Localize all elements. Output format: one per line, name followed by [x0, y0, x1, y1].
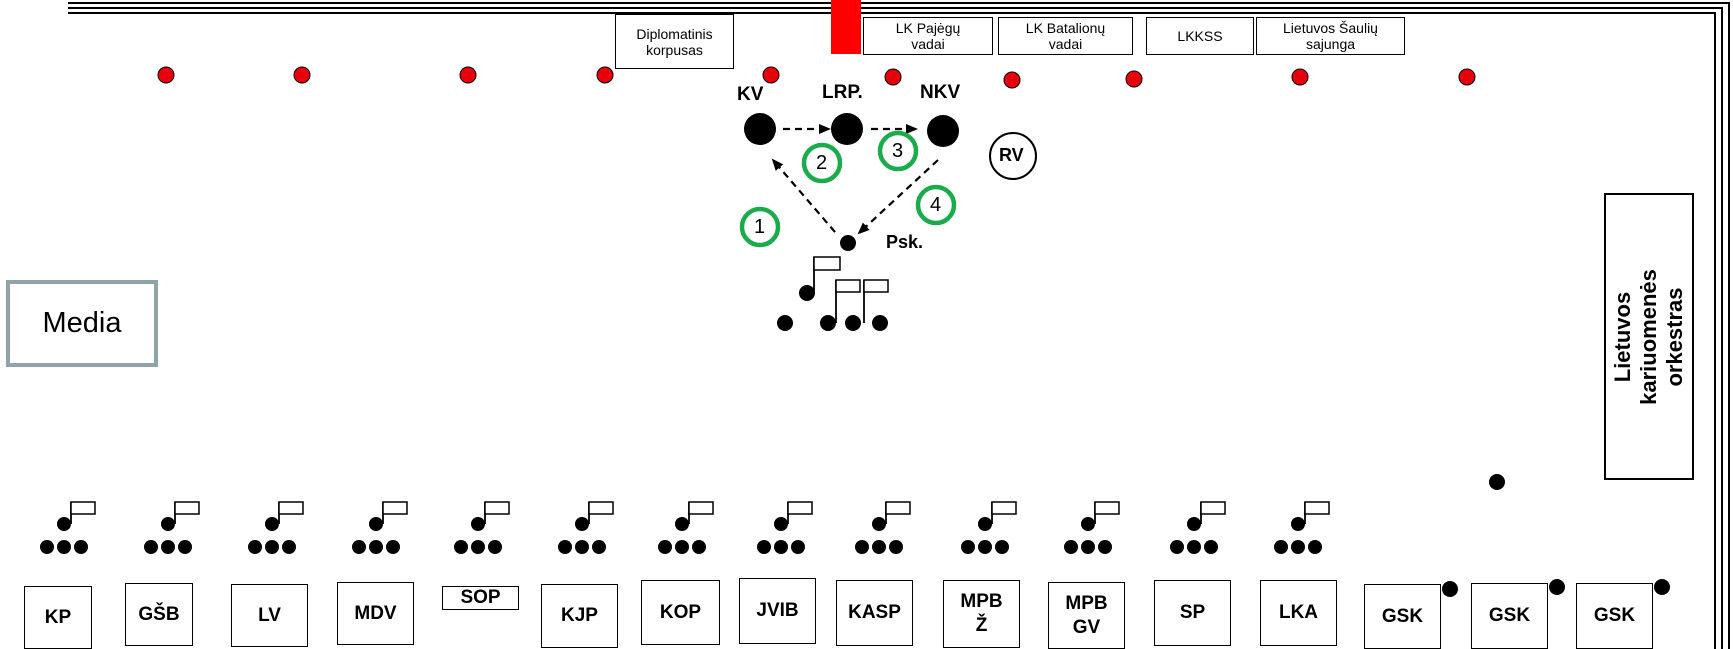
psk-label: Psk. — [886, 232, 924, 252]
arrow-4 — [857, 159, 939, 235]
unit-box-kp: KP — [24, 586, 92, 649]
unit-box-gsk-1: GSK — [1364, 584, 1441, 649]
unit-box-gsb: GŠB — [125, 583, 193, 646]
flag-group-13 — [1274, 501, 1330, 554]
flag-group-4 — [352, 501, 408, 554]
red-marker-4 — [596, 66, 614, 84]
movement-arrows — [771, 124, 939, 235]
top-box-batalionu: LK Batalionų vadai — [998, 17, 1133, 55]
unit-box-gsk-3: GSK — [1576, 583, 1653, 649]
flag-group-1 — [40, 501, 96, 554]
top-box-pajegu: LK Pajėgų vadai — [863, 17, 993, 55]
flag-group-7 — [658, 501, 714, 554]
dot-gsk-3 — [1654, 579, 1670, 595]
rv-label: RV — [999, 145, 1024, 165]
step-1-circle — [739, 206, 781, 248]
red-marker-2 — [293, 66, 311, 84]
red-markers — [157, 66, 1476, 89]
rv-circle — [989, 132, 1037, 180]
red-block — [831, 0, 861, 54]
step-1-number: 1 — [754, 216, 766, 238]
flag-groups — [40, 256, 1330, 554]
orchestra-label: Lietuvos kariuomenės orkestras — [1610, 268, 1688, 405]
unit-box-kjp: KJP — [541, 584, 618, 648]
red-marker-8 — [1125, 70, 1143, 88]
unit-box-jvib: JVIB — [739, 578, 816, 644]
red-marker-9 — [1291, 68, 1309, 86]
center-flag-formation — [777, 256, 889, 331]
flag-group-3 — [248, 501, 304, 554]
unit-box-sp: SP — [1154, 580, 1231, 646]
flag-group-9 — [855, 501, 911, 554]
unit-box-kop: KOP — [641, 580, 720, 645]
unit-box-lka: LKA — [1260, 580, 1337, 646]
step-3-circle — [877, 130, 919, 172]
flag-group-10 — [961, 501, 1017, 554]
kv-label: KV — [737, 84, 764, 105]
dot-gsk-1 — [1442, 581, 1458, 597]
step-4-circle — [915, 184, 957, 226]
unit-box-kasp: KASP — [836, 580, 913, 646]
top-box-lkkss: LKKSS — [1146, 17, 1254, 55]
dot-near-orchestra — [1489, 474, 1505, 490]
flag-group-8 — [757, 501, 813, 554]
flag-group-12 — [1170, 501, 1226, 554]
unit-box-mpb-z: MPB Ž — [943, 580, 1020, 648]
lrp-label: LRP. — [822, 82, 863, 103]
nkv-dot — [927, 115, 959, 147]
step-circles — [739, 130, 957, 248]
step-4-number: 4 — [930, 194, 942, 216]
red-marker-6 — [884, 68, 902, 86]
top-box-sauliu: Lietuvos Šaulių sajunga — [1256, 17, 1405, 55]
step-3-number: 3 — [892, 140, 904, 162]
step-2-circle — [801, 142, 843, 184]
red-marker-5 — [762, 66, 780, 84]
unit-box-sop: SOP — [442, 586, 519, 610]
unit-box-gsk-2: GSK — [1471, 583, 1548, 649]
red-marker-3 — [459, 66, 477, 84]
psk-dot — [840, 235, 856, 251]
flag-group-5 — [454, 501, 510, 554]
red-marker-10 — [1458, 68, 1476, 86]
boundary-lines — [68, 2, 1730, 649]
orchestra-box: Lietuvos kariuomenės orkestras — [1604, 193, 1694, 480]
top-box-diplomatic: Diplomatinis korpusas — [615, 14, 734, 69]
red-marker-7 — [1003, 71, 1021, 89]
nkv-label: NKV — [920, 82, 961, 103]
media-box: Media — [6, 280, 158, 367]
arrow-1 — [771, 158, 836, 233]
unit-box-lv: LV — [231, 584, 308, 647]
lrp-dot — [831, 113, 863, 145]
dot-gsk-2 — [1549, 579, 1565, 595]
unit-box-mpb-gv: MPB GV — [1048, 582, 1125, 649]
red-marker-1 — [157, 66, 175, 84]
step-2-number: 2 — [816, 152, 828, 174]
unit-box-mdv: MDV — [337, 582, 414, 645]
flag-group-6 — [558, 501, 614, 554]
flag-group-2 — [144, 501, 200, 554]
flag-group-11 — [1064, 501, 1120, 554]
kv-dot — [744, 113, 776, 145]
